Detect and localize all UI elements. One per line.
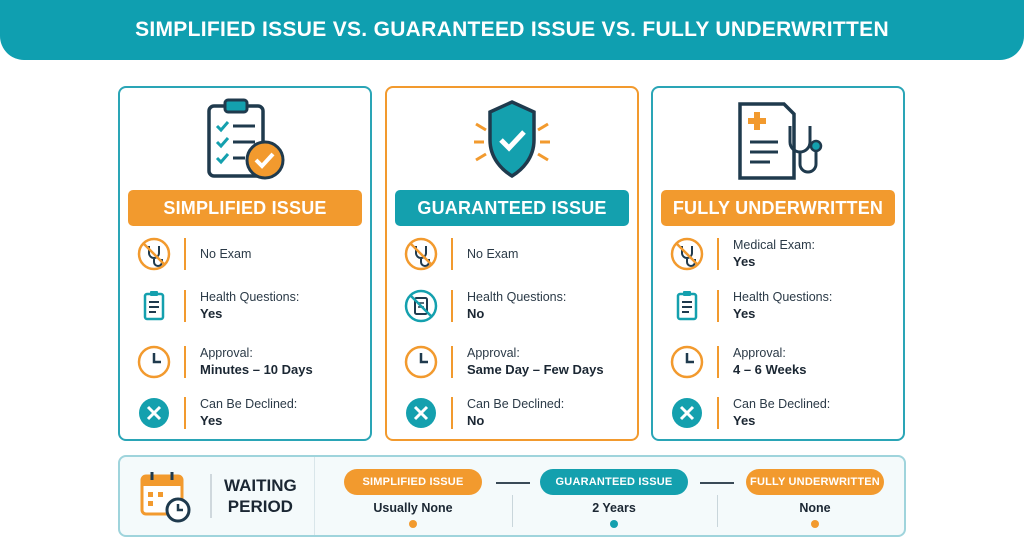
waiting-value-guaranteed: 2 Years [592,501,636,515]
card-fully-underwritten: FULLY UNDERWRITTEN Medical Exam: Yes Hea… [651,86,905,441]
row-label: Approval: [467,346,520,360]
row-label: Can Be Declined: [200,397,298,411]
card-heading: SIMPLIFIED ISSUE [128,190,362,226]
card-heading: GUARANTEED ISSUE [395,190,629,226]
row-label: Can Be Declined: [733,397,831,411]
row-value: Yes [200,413,223,428]
waiting-value-fully-underwritten: None [799,501,831,515]
row-exam: No Exam [403,234,629,274]
row-label: Can Be Declined: [467,397,565,411]
connector-line [496,482,530,484]
row-label: Approval: [733,346,786,360]
row-label: Health Questions: [733,290,833,304]
x-circle-icon [403,395,439,431]
waiting-period-panel: WAITING PERIOD SIMPLIFIED ISSUE Usually … [118,455,906,537]
row-health-questions: Health Questions: Yes [669,286,895,326]
row-label: No Exam [467,246,519,261]
waiting-period-header: WAITING PERIOD [120,457,314,535]
row-divider [717,238,719,270]
row-divider [717,397,719,429]
row-divider [184,238,186,270]
row-value: Yes [733,306,756,321]
waiting-pill-simplified: SIMPLIFIED ISSUE [344,469,482,495]
no-stethoscope-icon [669,236,705,272]
row-label: No Exam [200,246,252,261]
dot-marker [610,520,618,528]
row-divider [717,346,719,378]
no-stethoscope-icon [136,236,172,272]
waiting-pill-guaranteed: GUARANTEED ISSUE [540,469,688,495]
card-guaranteed-issue: GUARANTEED ISSUE No Exam Health Question… [385,86,639,441]
clock-icon [669,344,705,380]
x-circle-icon [136,395,172,431]
row-value: Yes [200,306,223,321]
row-value: Yes [733,254,756,269]
row-divider [451,397,453,429]
row-approval: Approval: Same Day – Few Days [403,342,629,382]
row-label: Medical Exam: [733,238,815,252]
no-stethoscope-icon [403,236,439,272]
card-simplified-issue: SIMPLIFIED ISSUE No Exam Health Question… [118,86,372,441]
calendar-clock-icon [140,472,191,523]
dot-marker [811,520,819,528]
row-divider [184,346,186,378]
waiting-value-simplified: Usually None [373,501,453,515]
row-divider [184,397,186,429]
row-value: Same Day – Few Days [467,362,604,377]
row-exam: No Exam [136,234,362,274]
clock-icon [136,344,172,380]
clipboard-list-icon [669,288,705,324]
shield-check-icon [474,100,550,179]
waiting-period-title: WAITING PERIOD [224,475,297,517]
x-circle-icon [669,395,705,431]
row-label: Health Questions: [467,290,567,304]
clipboard-list-icon [136,288,172,324]
row-label: Approval: [200,346,253,360]
row-value: Minutes – 10 Days [200,362,313,377]
row-value: No [467,306,485,321]
row-approval: Approval: 4 – 6 Weeks [669,342,895,382]
row-declined: Can Be Declined: Yes [136,393,362,433]
card-heading: FULLY UNDERWRITTEN [661,190,895,226]
page-title: SIMPLIFIED ISSUE VS. GUARANTEED ISSUE VS… [135,18,889,41]
row-label: Health Questions: [200,290,300,304]
title-banner: SIMPLIFIED ISSUE VS. GUARANTEED ISSUE VS… [0,0,1024,60]
row-exam: Medical Exam: Yes [669,234,895,274]
row-divider [717,290,719,322]
row-declined: Can Be Declined: No [403,393,629,433]
row-divider [451,238,453,270]
medical-report-icon [738,102,823,180]
connector-line [700,482,734,484]
dot-marker [409,520,417,528]
clock-icon [403,344,439,380]
header-divider [210,474,212,518]
panel-divider [314,457,315,535]
column-divider [717,495,718,527]
waiting-title-line2: PERIOD [227,497,293,516]
row-divider [184,290,186,322]
row-declined: Can Be Declined: Yes [669,393,895,433]
waiting-title-line1: WAITING [224,476,297,495]
row-divider [451,346,453,378]
waiting-pill-fully-underwritten: FULLY UNDERWRITTEN [746,469,884,495]
clipboard-check-icon [207,98,285,180]
row-health-questions: Health Questions: Yes [136,286,362,326]
row-approval: Approval: Minutes – 10 Days [136,342,362,382]
row-divider [451,290,453,322]
column-divider [512,495,513,527]
no-clipboard-icon [403,288,439,324]
row-value: Yes [733,413,756,428]
row-value: 4 – 6 Weeks [733,362,807,377]
row-health-questions: Health Questions: No [403,286,629,326]
row-value: No [467,413,485,428]
